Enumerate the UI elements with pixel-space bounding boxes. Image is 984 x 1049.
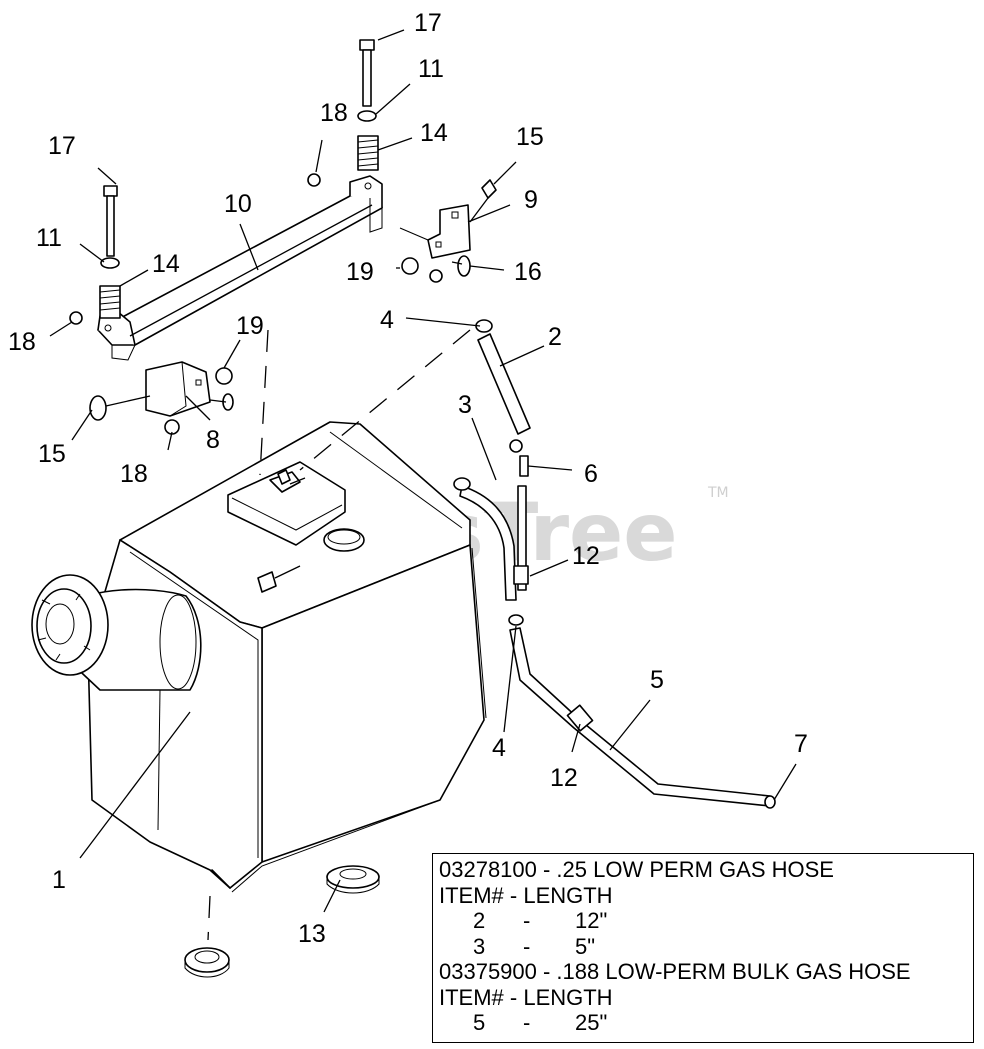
assembly-line-2 bbox=[299, 329, 471, 471]
legend-hose2-header: ITEM# - LENGTH bbox=[439, 984, 613, 1010]
spring-right bbox=[357, 135, 379, 171]
callout-4: 4 bbox=[492, 734, 506, 762]
callout-7: 7 bbox=[794, 730, 808, 758]
grommet-lower-left bbox=[184, 947, 230, 978]
assembly-line-3 bbox=[207, 895, 211, 941]
callout-2: 2 bbox=[548, 323, 562, 351]
callouts: 17 11 18 14 15 17 10 9 11 14 19 16 19 4 … bbox=[8, 9, 808, 948]
callout-9: 9 bbox=[524, 186, 538, 214]
callout-15: 15 bbox=[516, 123, 544, 151]
callout-14: 14 bbox=[152, 250, 180, 278]
callout-1: 1 bbox=[52, 866, 66, 894]
callout-8: 8 bbox=[206, 426, 220, 454]
nut-right-bracket bbox=[429, 269, 443, 283]
nut-18-lower bbox=[164, 419, 180, 435]
bracket-left bbox=[145, 361, 211, 417]
callout-12: 12 bbox=[550, 764, 578, 792]
bracket-right bbox=[399, 204, 471, 259]
callout-18: 18 bbox=[8, 328, 36, 356]
fitting-6 bbox=[519, 455, 529, 477]
callout-17: 17 bbox=[48, 132, 76, 160]
callout-12: 12 bbox=[572, 542, 600, 570]
screw-15-left bbox=[89, 395, 151, 421]
bolt-left bbox=[103, 185, 118, 257]
hose-length-legend: 03278100 - .25 LOW PERM GAS HOSE ITEM# -… bbox=[432, 853, 974, 1043]
callout-18: 18 bbox=[120, 460, 148, 488]
nut-18-left bbox=[69, 311, 83, 325]
screw-15-right bbox=[469, 179, 497, 223]
callout-17: 17 bbox=[414, 9, 442, 37]
callout-15: 15 bbox=[38, 440, 66, 468]
callout-11: 11 bbox=[418, 55, 444, 83]
legend-row: 5-25" bbox=[473, 1010, 608, 1035]
screw-left-bracket bbox=[209, 393, 234, 411]
spring-left bbox=[99, 285, 121, 319]
callout-10: 10 bbox=[224, 190, 252, 218]
callout-16: 16 bbox=[514, 258, 542, 286]
callout-4: 4 bbox=[380, 306, 394, 334]
callout-5: 5 bbox=[650, 666, 664, 694]
callout-13: 13 bbox=[298, 920, 326, 948]
callout-19: 19 bbox=[236, 312, 264, 340]
callout-11: 11 bbox=[36, 224, 62, 252]
washer-left bbox=[100, 257, 120, 269]
leader-lines bbox=[49, 29, 797, 913]
callout-6: 6 bbox=[584, 460, 598, 488]
hose-5 bbox=[509, 627, 776, 809]
washer-right bbox=[357, 110, 377, 122]
callout-19: 19 bbox=[346, 258, 374, 286]
tank-strap bbox=[97, 175, 383, 361]
grommet-lower-right bbox=[326, 865, 380, 894]
callout-3: 3 bbox=[458, 391, 472, 419]
assembly-line-1 bbox=[259, 329, 269, 476]
legend-hose2-title: 03375900 - .188 LOW-PERM BULK GAS HOSE bbox=[439, 959, 911, 984]
legend-hose1-title: 03278100 - .25 LOW PERM GAS HOSE bbox=[439, 857, 834, 882]
hose-3 bbox=[453, 477, 517, 601]
bolt-right bbox=[359, 39, 375, 107]
hose-2 bbox=[475, 319, 531, 453]
legend-hose1-header: ITEM# - LENGTH bbox=[439, 882, 613, 908]
watermark-tm: TM bbox=[707, 485, 729, 501]
nut-18-top bbox=[307, 173, 321, 187]
callout-18: 18 bbox=[320, 99, 348, 127]
nut-19-left bbox=[215, 367, 233, 385]
callout-14: 14 bbox=[420, 119, 448, 147]
fuel-tank bbox=[31, 421, 487, 893]
legend-row: 2-12" bbox=[473, 908, 608, 933]
legend-row: 3-5" bbox=[473, 933, 596, 959]
tube-vertical bbox=[508, 485, 529, 626]
screw-16 bbox=[451, 255, 471, 277]
nut-19-right bbox=[401, 257, 419, 275]
